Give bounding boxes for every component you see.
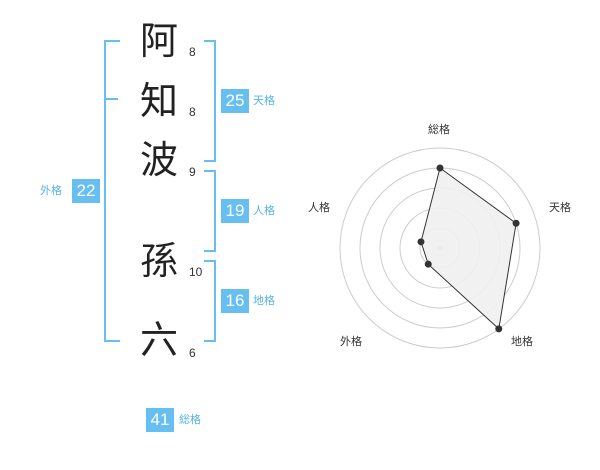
- radar-point-1: [512, 219, 520, 227]
- gaikaku-bracket-tick: [104, 98, 118, 100]
- stroke-count-4: 10: [189, 265, 203, 279]
- radar-point-3: [424, 260, 432, 268]
- name-char-4: 孫: [139, 239, 178, 283]
- jinkaku-value: 19: [221, 199, 249, 223]
- radar-point-2: [495, 325, 503, 333]
- tenkaku-value: 25: [221, 89, 249, 113]
- jinkaku-bracket: [204, 170, 216, 252]
- name-char-5: 六: [139, 318, 178, 362]
- soukaku-label: 総格: [179, 413, 201, 426]
- radar-point-0: [436, 164, 444, 172]
- radar-axis-label-gaikaku: 外格: [340, 335, 362, 348]
- radar-axis-label-tenkaku: 天格: [549, 201, 571, 214]
- chikaku-label: 地格: [253, 294, 275, 307]
- radar-polygon: [420, 167, 517, 330]
- radar-point-4: [417, 238, 425, 246]
- stroke-count-1: 8: [189, 45, 196, 59]
- stroke-count-3: 9: [189, 165, 196, 179]
- gaikaku-label: 外格: [40, 184, 62, 197]
- chikaku-value: 16: [221, 289, 249, 313]
- tenkaku-label: 天格: [253, 94, 275, 107]
- radar-axis-label-chikaku: 地格: [511, 335, 533, 348]
- gaikaku-value: 22: [72, 179, 100, 203]
- gaikaku-bracket: [104, 40, 120, 342]
- radar-points: [417, 164, 520, 333]
- radar-axis-label-jinkaku: 人格: [308, 201, 330, 214]
- tenkaku-bracket: [204, 40, 216, 162]
- radar-axis-label-soukaku: 総格: [428, 123, 450, 136]
- name-char-2: 知: [139, 79, 178, 123]
- name-char-3: 波: [139, 138, 178, 182]
- chikaku-bracket: [204, 260, 216, 342]
- stroke-count-2: 8: [189, 105, 196, 119]
- name-char-1: 阿: [139, 19, 178, 63]
- soukaku-value: 41: [146, 408, 174, 432]
- jinkaku-label: 人格: [253, 204, 275, 217]
- stroke-count-5: 6: [189, 346, 196, 360]
- radar-ring-5: [339, 147, 541, 349]
